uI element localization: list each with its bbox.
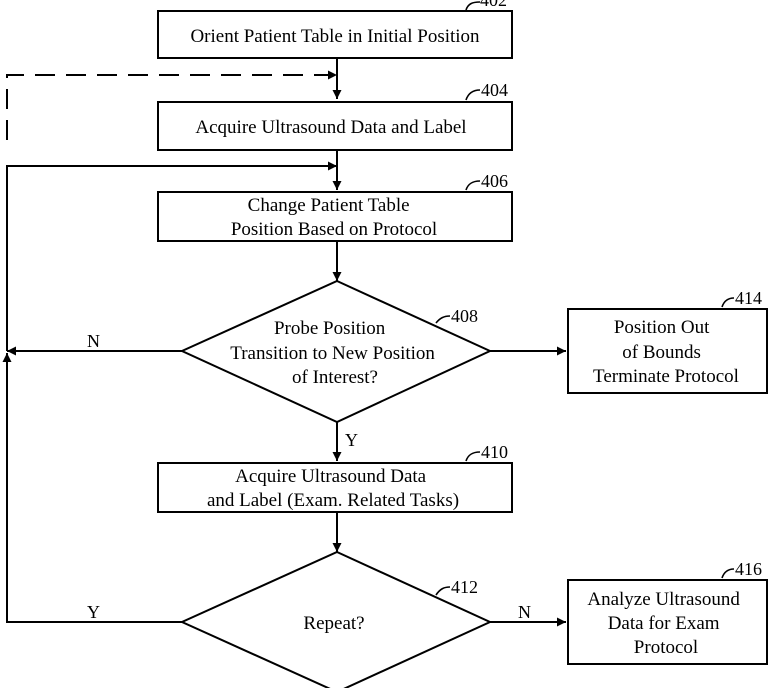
- edge-412-loop-up: [7, 353, 182, 622]
- ref-410-hook: [466, 452, 480, 461]
- node-402-label: Orient Patient Table in Initial Position: [190, 26, 480, 47]
- ref-402: 402: [480, 0, 507, 10]
- node-404-label: Acquire Ultrasound Data and Label: [195, 117, 466, 138]
- edge-408-n-label: N: [87, 331, 100, 351]
- ref-416-hook: [722, 569, 734, 578]
- ref-412-hook: [436, 587, 450, 595]
- ref-408-hook: [436, 316, 450, 323]
- ref-404: 404: [481, 80, 508, 100]
- ref-406: 406: [481, 171, 508, 191]
- ref-416: 416: [735, 559, 762, 579]
- ref-402-hook: [466, 2, 480, 10]
- edge-408-y-label: Y: [345, 430, 358, 450]
- ref-412: 412: [451, 577, 478, 597]
- ref-408: 408: [451, 306, 478, 326]
- ref-410: 410: [481, 442, 508, 462]
- node-412-label: Repeat?: [303, 613, 364, 634]
- edge-412-y-label: Y: [87, 602, 100, 622]
- ref-414: 414: [735, 288, 762, 308]
- ref-404-hook: [466, 90, 480, 100]
- ref-406-hook: [466, 181, 480, 190]
- edge-412-n-label: N: [518, 602, 531, 622]
- ref-414-hook: [722, 298, 734, 307]
